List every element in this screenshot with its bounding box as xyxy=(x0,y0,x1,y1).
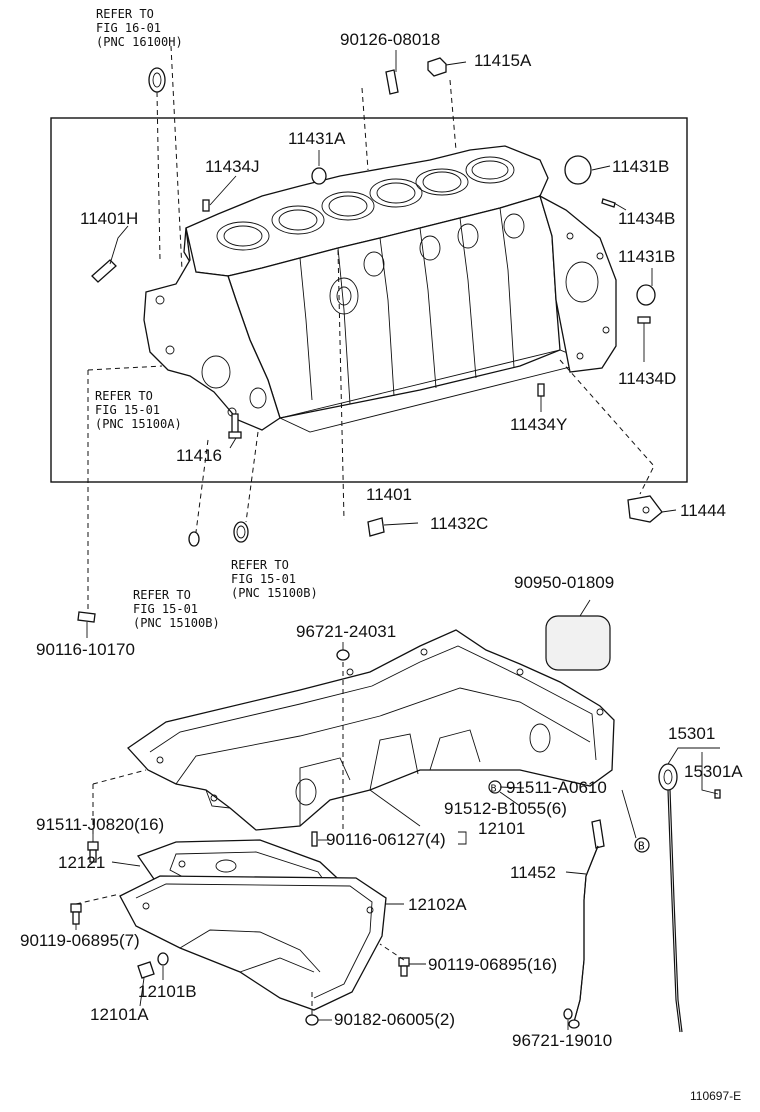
ref-fig15b-right-line1: REFER TO xyxy=(231,558,289,572)
label-12101A: 12101A xyxy=(90,1005,149,1024)
label-15301: 15301 xyxy=(668,724,715,743)
seal-parts xyxy=(77,67,249,623)
ref-fig15b-left-line2: FIG 15-01 xyxy=(133,602,198,616)
gasket-96721-24031 xyxy=(336,649,350,661)
label-11415A: 11415A xyxy=(474,51,532,70)
label-12102A: 12102A xyxy=(408,895,467,914)
label-96721-19010: 96721-19010 xyxy=(512,1031,612,1050)
leader-lines xyxy=(75,50,720,1030)
dipstick-guide-drawing xyxy=(568,819,605,1029)
ref-fig15b-right-line2: FIG 15-01 xyxy=(231,572,296,586)
label-11434J: 11434J xyxy=(205,157,260,176)
label-90126-08018: 90126-08018 xyxy=(340,30,440,49)
label-90119-06895-16: 90119-06895(16) xyxy=(428,955,557,974)
reference-note-fig15b-left: REFER TO FIG 15-01 (PNC 15100B) xyxy=(133,588,220,630)
label-12101: 12101 xyxy=(478,819,525,838)
ref-fig15b-left-line3: (PNC 15100B) xyxy=(133,616,220,630)
label-90119-06895-7: 90119-06895(7) xyxy=(20,931,140,950)
label-11434B: 11434B xyxy=(618,209,675,228)
ref-fig16-line1: REFER TO xyxy=(96,7,154,21)
label-11434Y: 11434Y xyxy=(510,415,567,434)
dipstick-drawing xyxy=(658,763,721,1033)
label-11432C: 11432C xyxy=(430,514,488,533)
label-11416: 11416 xyxy=(176,446,222,465)
oil-pan-lower-drawing xyxy=(119,875,387,1011)
label-11431A: 11431A xyxy=(288,129,346,148)
figure-code: 110697-E xyxy=(690,1089,741,1103)
cylinder-block-drawing xyxy=(143,145,617,433)
label-91512-B1055: 91512-B1055(6) xyxy=(444,799,567,818)
reference-note-fig16: REFER TO FIG 16-01 (PNC 16100H) xyxy=(96,7,183,49)
dashed-lines xyxy=(75,45,655,1015)
label-11444: 11444 xyxy=(680,501,726,520)
label-90182-06005: 90182-06005(2) xyxy=(334,1010,455,1029)
marker-b-lower-letter: B xyxy=(638,840,645,853)
label-90950-01809: 90950-01809 xyxy=(514,573,614,592)
reference-note-fig15a: REFER TO FIG 15-01 (PNC 15100A) xyxy=(95,389,182,431)
oil-pan-upper-drawing xyxy=(127,629,615,831)
ref-fig16-line3: (PNC 16100H) xyxy=(96,35,183,49)
label-11431B-top: 11431B xyxy=(612,157,669,176)
label-96721-24031: 96721-24031 xyxy=(296,622,396,641)
label-12101B: 12101B xyxy=(138,982,197,1001)
label-11401: 11401 xyxy=(366,485,412,504)
label-91511-J0820: 91511-J0820(16) xyxy=(36,815,164,834)
label-91511-A0610: 91511-A0610 xyxy=(506,778,607,797)
reference-note-fig15b-right: REFER TO FIG 15-01 (PNC 15100B) xyxy=(231,558,318,600)
ref-fig15a-line1: REFER TO xyxy=(95,389,153,403)
sealant-tube xyxy=(545,615,611,671)
part-labels: 11415A 90126-08018 11431A 11434J 11401H … xyxy=(20,30,743,1050)
label-11431B-mid: 11431B xyxy=(618,247,675,266)
label-11401H: 11401H xyxy=(80,209,138,228)
marker-b-lower xyxy=(634,837,650,853)
ref-fig16-line2: FIG 16-01 xyxy=(96,21,161,35)
ref-fig15a-line2: FIG 15-01 xyxy=(95,403,160,417)
label-11434D: 11434D xyxy=(618,369,676,388)
label-90116-10170: 90116-10170 xyxy=(36,640,135,659)
ref-fig15b-left-line1: REFER TO xyxy=(133,588,191,602)
marker-b-upper-letter: B xyxy=(491,784,497,795)
label-12121: 12121 xyxy=(58,853,105,872)
ref-fig15a-line3: (PNC 15100A) xyxy=(95,417,182,431)
ref-fig15b-right-line3: (PNC 15100B) xyxy=(231,586,318,600)
label-90116-06127: 90116-06127(4) xyxy=(326,830,446,849)
label-15301A: 15301A xyxy=(684,762,743,781)
cylinder-block-frame xyxy=(50,117,688,483)
label-11452: 11452 xyxy=(510,863,556,882)
